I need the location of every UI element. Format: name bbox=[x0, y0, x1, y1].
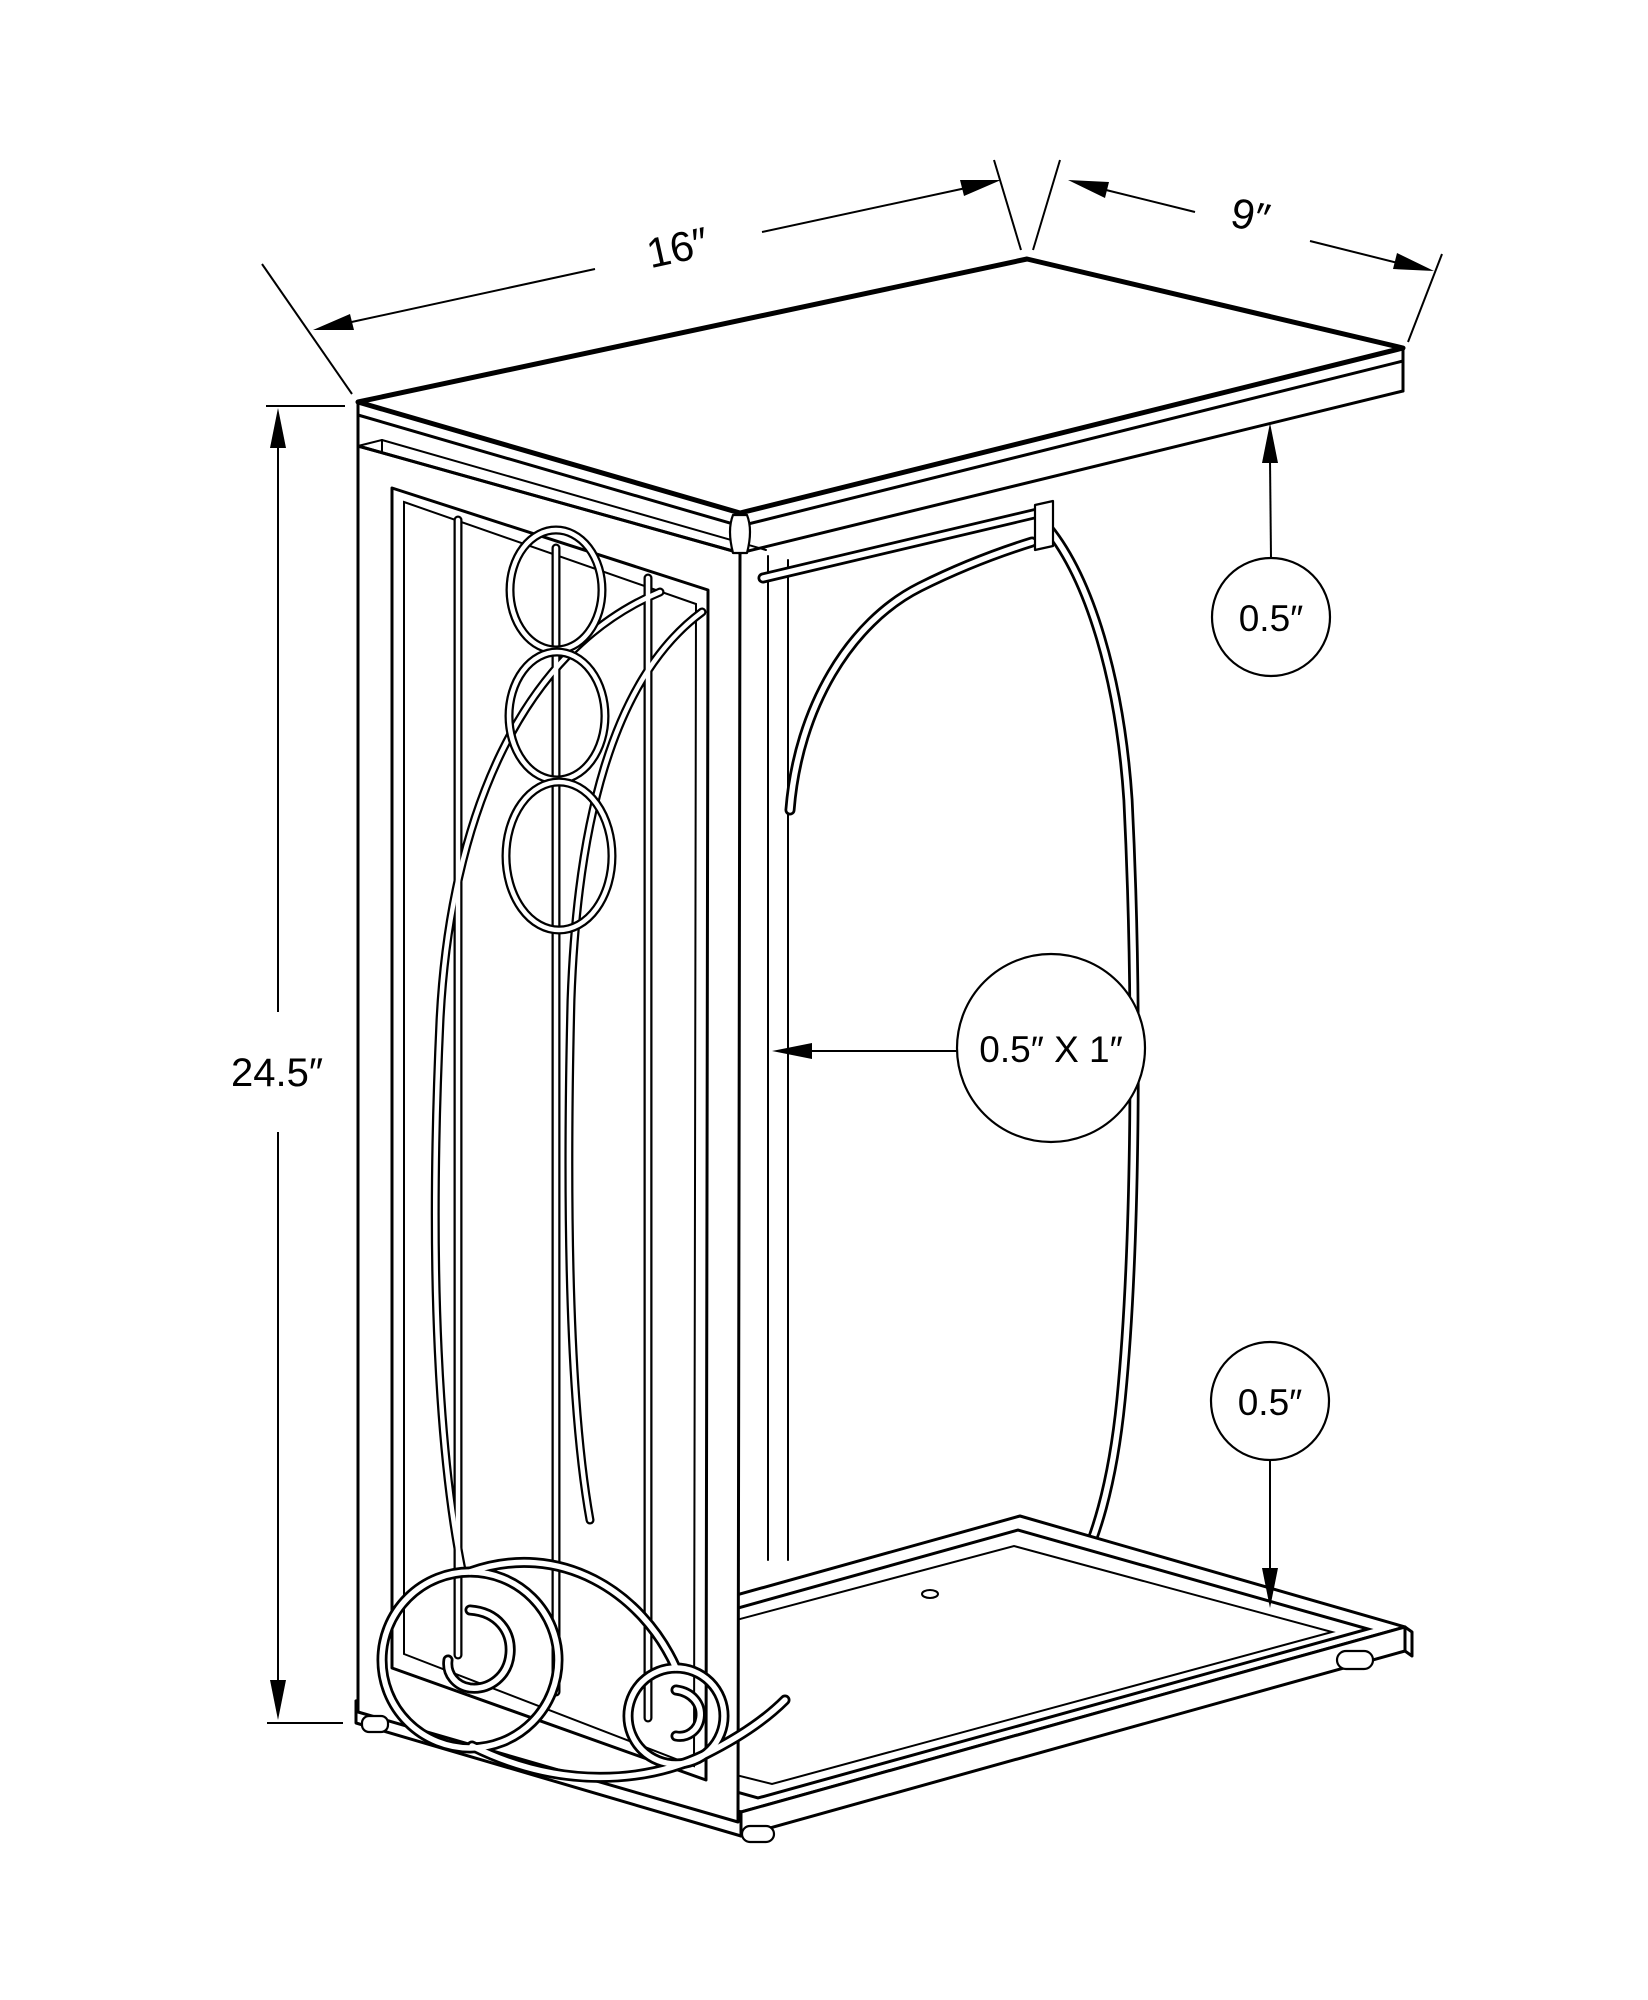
dim-top-depth: 9″ bbox=[1032, 159, 1443, 343]
top-mount-tab bbox=[1033, 499, 1055, 552]
top-width-label: 16″ bbox=[642, 218, 712, 277]
dim-top-width: 16″ bbox=[261, 159, 1022, 395]
foot-right bbox=[1335, 1649, 1375, 1671]
top-depth-label: 9″ bbox=[1227, 189, 1274, 242]
foot-left bbox=[360, 1714, 390, 1734]
feet bbox=[360, 1649, 1375, 1844]
table-top bbox=[355, 256, 1406, 555]
dim-height: 24.5″ bbox=[231, 405, 345, 1724]
panel-opening bbox=[390, 486, 710, 1782]
frame-tube-label: 0.5″ X 1″ bbox=[979, 1029, 1122, 1070]
top-thickness-label: 0.5″ bbox=[1239, 598, 1304, 639]
shelf-thickness-label: 0.5″ bbox=[1238, 1382, 1303, 1423]
shelf-screw-hole bbox=[921, 1589, 939, 1599]
curved-supports bbox=[763, 499, 1134, 1586]
dim-frame-tube: 0.5″ X 1″ bbox=[772, 952, 1147, 1144]
side-panel bbox=[356, 444, 742, 1824]
foot-front bbox=[740, 1824, 776, 1844]
height-label: 24.5″ bbox=[231, 1051, 323, 1095]
dim-shelf-thickness: 0.5″ bbox=[1209, 1340, 1331, 1608]
dim-top-thickness: 0.5″ bbox=[1210, 423, 1332, 678]
front-corner-cap bbox=[728, 513, 752, 555]
